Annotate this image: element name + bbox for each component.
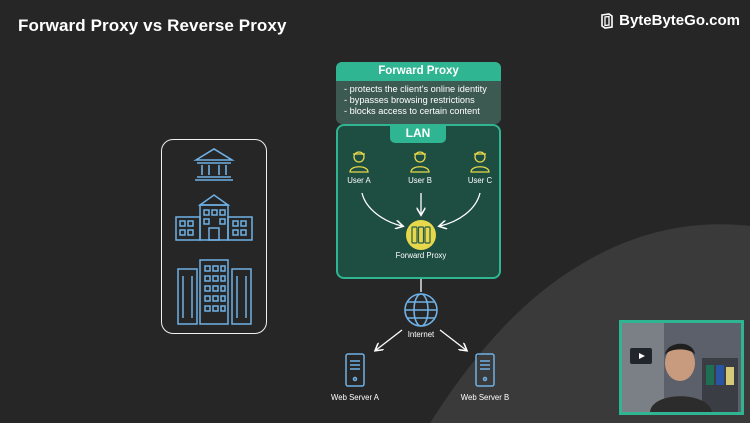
forward-proxy-info-box: Forward Proxy - protects the client’s on…: [336, 62, 501, 124]
user-a-label: User A: [347, 176, 371, 185]
benefit-item: - blocks access to certain content: [344, 106, 480, 116]
forward-proxy-label: Forward Proxy: [395, 251, 447, 260]
brand-logo: ByteByteGo.com: [600, 12, 740, 29]
internet-label: Internet: [407, 330, 435, 339]
presenter-video: [619, 320, 744, 415]
web-server-a-label: Web Server A: [331, 393, 379, 402]
presenter-image: [622, 323, 741, 412]
lan-label: LAN: [390, 124, 446, 143]
web-server-b-label: Web Server B: [460, 393, 510, 402]
benefit-item: - bypasses browsing restrictions: [344, 95, 475, 105]
user-c-label: User C: [467, 176, 493, 185]
benefit-item: - protects the client’s online identity: [344, 84, 487, 94]
brand-text: ByteByteGo.com: [619, 12, 740, 29]
bytebytego-logo-icon: [601, 12, 613, 29]
client-organizations-panel: [161, 139, 267, 334]
user-b-label: User B: [408, 176, 432, 185]
page-title: Forward Proxy vs Reverse Proxy: [18, 16, 287, 35]
forward-proxy-benefits: - protects the client’s online identity …: [336, 84, 501, 117]
forward-proxy-heading: Forward Proxy: [336, 62, 501, 81]
